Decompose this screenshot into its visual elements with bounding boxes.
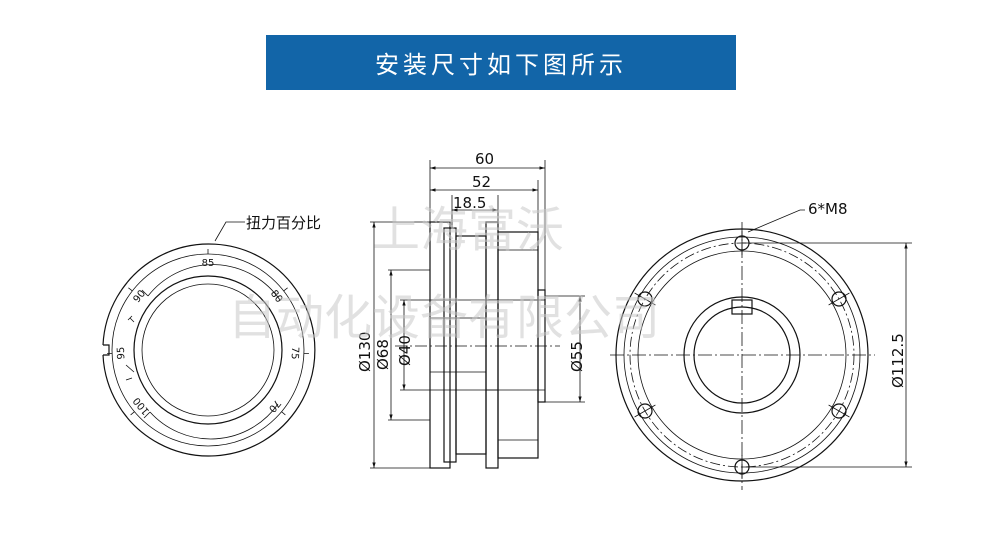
dim-diameter-68: Ø68: [374, 339, 392, 370]
watermark-line-2: 自动化设备有限公司: [228, 290, 660, 346]
dim-flange-length: 18.5: [453, 194, 486, 212]
bore-inner-circle: [141, 283, 275, 417]
bolt-hole: [831, 403, 847, 419]
scale-tick-mark: [281, 411, 286, 416]
scale-tick-label: 100: [131, 395, 152, 417]
dim-body-length: 52: [472, 173, 491, 191]
scale-tick-mark: [130, 411, 135, 416]
side-section-view: 60 52 18.5 Ø130 Ø68 Ø40 Ø55: [356, 150, 586, 469]
dim-diameter-55: Ø55: [568, 341, 586, 372]
dim-bolt-circle-diameter: Ø112.5: [889, 333, 907, 388]
scale-tick-label: 90: [132, 288, 149, 305]
section-title-banner: 安装尺寸如下图所示: [266, 35, 736, 90]
bore-circle: [133, 275, 283, 425]
watermark-line-1: 上海富沃: [372, 202, 564, 258]
scale-tick-mark: [283, 287, 288, 292]
section-title: 安装尺寸如下图所示: [375, 51, 627, 79]
scale-outer-ring: [102, 243, 316, 457]
scale-inner-ring: [111, 253, 305, 447]
torque-percent-callout: 扭力百分比: [246, 214, 321, 232]
bolt-hole-centerline: [828, 404, 850, 418]
scale-tick-label: 75: [289, 346, 300, 359]
dim-diameter-40: Ø40: [396, 335, 414, 366]
bolt-hole-centerline: [634, 404, 656, 418]
bolt-hole-callout: 6*M8: [808, 200, 848, 218]
bolt-hole: [831, 291, 847, 307]
bolt-hole-centerline: [634, 292, 656, 306]
bolt-hole: [637, 291, 653, 307]
bolt-hole: [637, 403, 653, 419]
flange-plate: [429, 221, 451, 469]
bolt-hole-centerline: [828, 292, 850, 306]
dim-outer-diameter: Ø130: [356, 332, 374, 372]
scale-tick-label: 95: [116, 346, 127, 359]
scale-tick-label: 70: [266, 397, 283, 414]
scale-tick-label: 85: [202, 258, 215, 269]
dim-overall-length: 60: [475, 150, 494, 168]
scale-tick-mark: [128, 287, 133, 292]
front-view: 6*M8 Ø112.5: [610, 200, 912, 490]
